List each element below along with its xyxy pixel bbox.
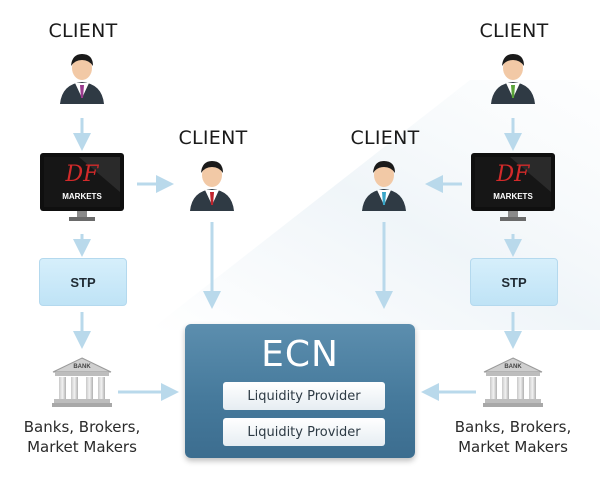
bank-sign: BANK: [73, 364, 91, 370]
stp-box-right: STP: [470, 258, 558, 306]
bank-label-line1: Banks, Brokers,: [454, 418, 572, 436]
client-person-icon: [60, 54, 104, 104]
client-label-top-right: CLIENT: [479, 20, 549, 42]
client-person-icon: [362, 161, 406, 211]
bank-sign: BANK: [504, 364, 522, 370]
bank-icon: [52, 357, 112, 407]
bank-label-right: Banks, Brokers, Market Makers: [438, 417, 588, 457]
bank-label-line2: Market Makers: [27, 438, 137, 456]
bank-icon: [483, 357, 543, 407]
monitor-icon: [40, 153, 124, 221]
client-label-mid-right: CLIENT: [350, 127, 420, 149]
broker-logo-sub: MARKETS: [493, 192, 533, 201]
stp-box-left: STP: [39, 258, 127, 306]
bank-label-line1: Banks, Brokers,: [23, 418, 141, 436]
broker-monitor-right: DF MARKETS: [470, 152, 556, 224]
client-label-top-left: CLIENT: [48, 20, 118, 42]
client-person-icon: [491, 54, 535, 104]
monitor-icon: [471, 153, 555, 221]
ecn-title: ECN: [261, 334, 339, 375]
broker-monitor-left: DF MARKETS: [39, 152, 125, 224]
client-person-icon: [190, 161, 234, 211]
bank-building-right: BANK: [482, 356, 544, 408]
bank-building-left: BANK: [51, 356, 113, 408]
bank-label-left: Banks, Brokers, Market Makers: [7, 417, 157, 457]
liquidity-provider-1: Liquidity Provider: [223, 382, 385, 410]
client-label-mid-left: CLIENT: [178, 127, 248, 149]
broker-logo: DF: [496, 162, 530, 187]
broker-logo-sub: MARKETS: [62, 192, 102, 201]
ecn-box: ECN Liquidity Provider Liquidity Provide…: [185, 324, 415, 458]
bank-label-line2: Market Makers: [458, 438, 568, 456]
broker-logo: DF: [65, 162, 99, 187]
liquidity-provider-2: Liquidity Provider: [223, 418, 385, 446]
